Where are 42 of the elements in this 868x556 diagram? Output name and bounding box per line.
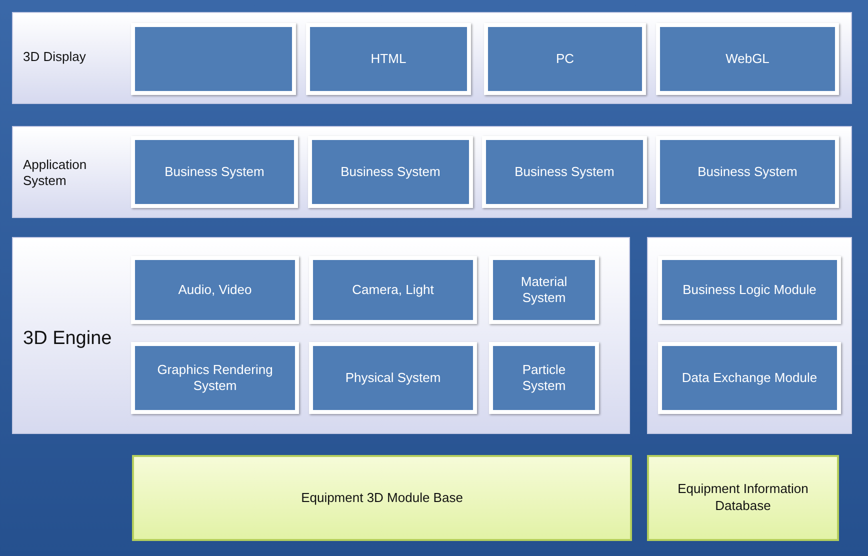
module-label: Audio, Video	[178, 282, 252, 298]
module-box	[131, 256, 299, 324]
module-box	[656, 23, 839, 95]
module-label: Camera, Light	[352, 282, 434, 298]
module-label: PC	[556, 50, 574, 68]
module-box	[484, 23, 646, 95]
layer-label: Application System	[23, 157, 88, 190]
module-box	[306, 23, 471, 95]
module-box	[482, 136, 647, 208]
layer-label: 3D Display	[23, 49, 86, 66]
module-box	[489, 342, 599, 414]
module-label: WebGL	[726, 50, 770, 68]
module-label: Graphics Rendering System	[156, 362, 274, 394]
module-label: Equipment Information Database	[676, 481, 810, 515]
module-label: Business System	[340, 164, 440, 180]
module-label: Business Logic Module	[682, 282, 816, 298]
module-box	[656, 136, 839, 208]
module-box	[658, 256, 841, 324]
database-box	[647, 455, 839, 541]
module-box	[308, 136, 473, 208]
module-label: Business System	[164, 164, 264, 180]
module-label: Particle System	[521, 362, 567, 394]
module-box	[131, 342, 299, 414]
module-label: Equipment 3D Module Base	[301, 490, 463, 506]
layer-panel	[12, 237, 630, 434]
layer-panel	[647, 237, 852, 434]
module-label: Data Exchange Module	[682, 370, 818, 386]
layer-label: 3D Engine	[23, 327, 112, 351]
module-label: Material System	[520, 274, 568, 306]
module-box	[131, 136, 298, 208]
module-label: Physical System	[345, 370, 441, 386]
module-label: Business System	[698, 164, 798, 180]
layer-panel	[12, 126, 852, 218]
module-label: Business System	[514, 164, 614, 180]
module-box	[489, 256, 599, 324]
module-box	[309, 256, 477, 324]
module-label: HTML	[370, 50, 406, 68]
module-box	[658, 342, 841, 414]
module-box	[309, 342, 477, 414]
module-box	[131, 23, 296, 95]
layer-panel	[12, 12, 852, 104]
database-box	[132, 455, 632, 541]
